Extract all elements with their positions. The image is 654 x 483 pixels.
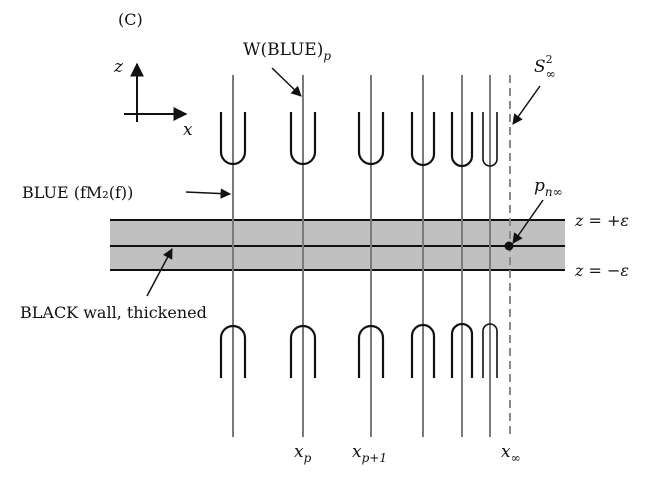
upper-u-3 [357, 112, 385, 166]
x-p-label: xp [294, 442, 312, 465]
w-blue-arrow [271, 67, 302, 97]
upper-u-5 [450, 112, 474, 168]
s-infinity-label: S2∞ [534, 53, 556, 81]
s-inf-arrow [512, 85, 541, 125]
p-n-inf-label: pn∞ [534, 176, 563, 199]
lower-n-2 [289, 324, 317, 378]
w-blue-p-label: W(BLUE)p [243, 40, 331, 63]
upper-u-2 [289, 112, 317, 166]
blue-fm2-label: BLUE (fM₂(f)) [22, 183, 133, 202]
blue-vertical-lines [232, 75, 491, 437]
upper-u-6 [482, 112, 498, 167]
lower-n-5 [450, 322, 474, 378]
lower-n-6 [482, 323, 498, 378]
lower-n-1 [219, 324, 247, 378]
lower-n-4 [410, 323, 436, 378]
upper-u-1 [219, 112, 247, 166]
z-axis-label: z [113, 57, 124, 77]
black-wall-label: BLACK wall, thickened [20, 303, 207, 322]
p-n-inf-arrow [512, 199, 544, 244]
p-n-inf-point [504, 241, 514, 251]
black-wall-arrow [146, 248, 173, 297]
z-minus-eps-label: z = −ε [574, 261, 629, 280]
blue-fm2-arrow [185, 188, 232, 199]
lower-n-shapes [219, 322, 498, 378]
panel-label: (C) [118, 10, 143, 29]
upper-u-shapes [219, 112, 498, 168]
x-infinity-label: x∞ [501, 442, 521, 465]
x-p1-label: xp+1 [352, 442, 387, 465]
z-plus-eps-label: z = +ε [574, 211, 629, 230]
lower-n-3 [357, 324, 385, 378]
x-axis-label: x [183, 120, 193, 140]
upper-u-4 [410, 112, 436, 167]
